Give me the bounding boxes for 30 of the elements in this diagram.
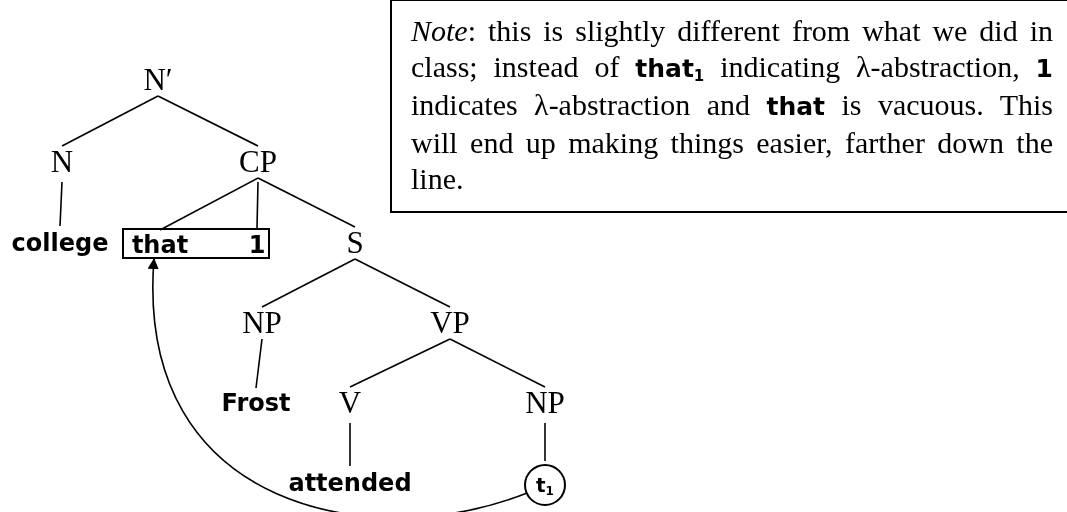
tree-branch <box>449 338 546 388</box>
tree-branch <box>59 181 63 227</box>
bracket-box <box>122 228 270 259</box>
word-label: attended <box>288 469 412 497</box>
tree-branch <box>157 95 259 147</box>
tree-branch <box>349 422 351 467</box>
tree-branch <box>257 177 356 228</box>
note-text: Note: this is slightly different from what we did in class; instead of that$_{1}$ indicating λ-abstraction, 1 indicates λ-abstraction and that is vacuous. This will end up making things easier, farther down the line. <box>411 13 1053 197</box>
category-label: NP <box>525 388 565 418</box>
word-label: 1 <box>248 231 266 259</box>
tree-branch <box>354 258 451 308</box>
word-label: Frost <box>221 389 291 417</box>
category-label: V <box>338 388 362 418</box>
category-label: N <box>50 147 74 177</box>
tree-branch <box>61 95 159 147</box>
tree-branch <box>256 181 259 229</box>
note-box <box>390 0 1067 213</box>
category-label: S <box>346 228 364 258</box>
movement-arrow <box>148 257 528 512</box>
tree-branch <box>255 338 263 389</box>
category-label: VP <box>430 308 470 338</box>
word-label: college <box>11 229 109 257</box>
tree-branch <box>544 422 546 462</box>
tree-branch <box>349 338 451 388</box>
word-label: that <box>131 231 189 259</box>
tree-branch <box>261 258 356 308</box>
tree-branch <box>159 177 259 231</box>
category-label: CP <box>239 147 277 177</box>
category-label: NP <box>242 308 282 338</box>
category-label: N′ <box>143 65 173 95</box>
